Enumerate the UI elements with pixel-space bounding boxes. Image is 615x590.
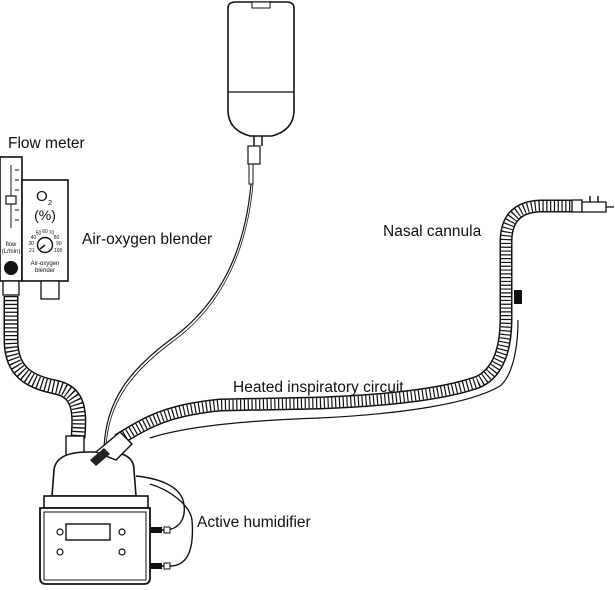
label-heated-inspiratory-circuit: Heated inspiratory circuit bbox=[233, 379, 404, 396]
scale-tick-60: 60 bbox=[42, 229, 48, 235]
scale-tick-21: 21 bbox=[29, 248, 35, 254]
label-flow-meter: Flow meter bbox=[8, 135, 85, 152]
display-screen bbox=[65, 523, 111, 541]
scale-tick-70: 70 bbox=[49, 231, 55, 237]
scale-tick-90: 90 bbox=[56, 241, 62, 247]
humidifier-button-2 bbox=[118, 528, 126, 536]
iv-bag bbox=[227, 1, 295, 185]
iv-tubing bbox=[103, 183, 252, 449]
humidifier bbox=[39, 431, 194, 585]
humidifier-button-4 bbox=[118, 548, 126, 556]
flow-knob bbox=[4, 261, 18, 275]
scale-tick-80: 80 bbox=[54, 235, 60, 241]
flow-meter: flow (L/min) bbox=[0, 156, 23, 296]
temp-probe bbox=[514, 290, 522, 304]
flow-unit-line1: flow bbox=[6, 242, 17, 248]
humidifier-button-3 bbox=[56, 548, 64, 556]
nasal-cannula bbox=[571, 196, 614, 213]
scale-tick-30: 30 bbox=[28, 241, 34, 247]
scale-tick-50: 50 bbox=[36, 231, 42, 237]
scale-tick-100: 100 bbox=[54, 248, 63, 254]
dial-label-line2: blender bbox=[35, 268, 55, 274]
flow-unit-line2: (L/min) bbox=[2, 249, 21, 255]
label-active-humidifier: Active humidifier bbox=[197, 514, 311, 531]
scale-tick-40: 40 bbox=[31, 235, 37, 241]
percent-label: (%) bbox=[34, 207, 56, 223]
o2-symbol: O bbox=[36, 188, 48, 205]
label-air-oxygen-blender: Air-oxygen blender bbox=[82, 231, 212, 248]
o2-subscript: 2 bbox=[48, 198, 52, 207]
dial-label-line1: Air-oxygen bbox=[31, 261, 60, 267]
heater-wire bbox=[149, 319, 519, 439]
label-nasal-cannula: Nasal cannula bbox=[383, 223, 482, 240]
humidifier-button-1 bbox=[56, 528, 64, 536]
